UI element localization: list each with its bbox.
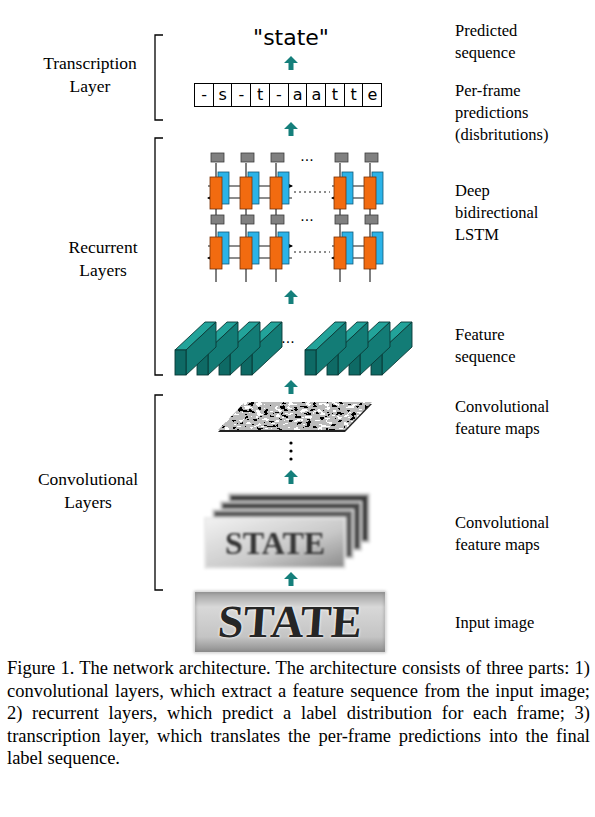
cell-text: - (276, 86, 282, 104)
feature-map-plane (205, 518, 345, 568)
cell-text: a (311, 86, 321, 104)
flow-arrow (284, 470, 298, 484)
row-label: Input image (455, 612, 567, 634)
cell-text: - (239, 86, 245, 104)
predicted-sequence: "state" (231, 24, 351, 52)
feature-map-text: STATE (205, 521, 345, 565)
lstm-column (270, 153, 289, 282)
ellipsis: ... (290, 148, 324, 164)
dot (289, 449, 292, 452)
cell-text: t (332, 86, 338, 104)
cell-text: t (351, 86, 357, 104)
dot (289, 457, 292, 460)
feature-map-stack (205, 494, 369, 568)
frame-prediction-cell: t (344, 83, 364, 107)
flow-arrow (284, 122, 298, 136)
lstm-column (240, 153, 259, 282)
lstm-column (210, 153, 229, 282)
dot (289, 441, 292, 444)
row-label: Per-frame predictions (disbritutions) (455, 80, 567, 146)
ellipsis: ... (290, 208, 324, 224)
feature-column (175, 322, 216, 375)
dotted-wire (294, 252, 330, 253)
frame-prediction-cell: t (250, 83, 270, 107)
group-bracket (155, 35, 163, 120)
feature-map-top (215, 400, 375, 432)
row-label: Convolutional feature maps (455, 512, 567, 556)
row-label: Deep bidirectional LSTM (455, 180, 567, 246)
group-bracket (155, 395, 163, 590)
flow-arrow (284, 380, 298, 394)
row-label: Predicted sequence (455, 20, 567, 64)
dotted-wire (294, 192, 330, 193)
frame-prediction-cell: e (362, 83, 382, 107)
feature-map-texture (215, 400, 375, 432)
frame-prediction-cell: s (213, 83, 233, 107)
figure-caption: Figure 1. The network architecture. The … (7, 657, 590, 770)
frame-prediction-cell: - (194, 83, 214, 107)
continuation-dots (289, 441, 292, 460)
group-label: Transcription Layer (33, 52, 147, 98)
ellipsis: ... (271, 330, 305, 346)
row-label: Convolutional feature maps (455, 396, 567, 440)
cell-text: t (257, 86, 263, 104)
frame-prediction-cell: t (325, 83, 345, 107)
cell-text: s (219, 86, 227, 104)
flow-arrow (284, 290, 298, 304)
cell-text: e (367, 86, 377, 104)
group-label: Recurrent Layers (46, 236, 160, 282)
cell-text: - (201, 86, 207, 104)
image-text: STATE (193, 594, 387, 650)
frame-prediction-cell: a (306, 83, 326, 107)
lstm-column (364, 153, 383, 282)
flow-arrow (284, 572, 298, 586)
lstm-column (334, 153, 353, 282)
flow-arrow (284, 56, 298, 70)
group-label: Convolutional Layers (31, 468, 145, 514)
recurrent-wires (208, 186, 382, 258)
frame-prediction-cell: - (231, 83, 251, 107)
frame-prediction-cell: a (288, 83, 308, 107)
cell-text: a (293, 86, 303, 104)
feature-column (305, 322, 346, 375)
frame-prediction-cell: - (269, 83, 289, 107)
row-label: Feature sequence (455, 324, 567, 368)
group-bracket (155, 138, 163, 375)
